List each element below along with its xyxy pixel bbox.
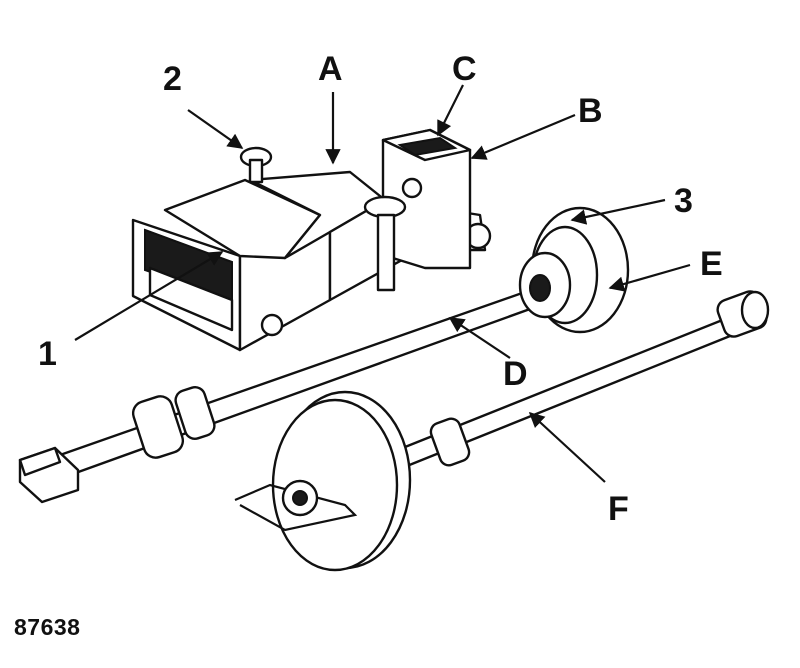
clamp-block: [381, 128, 472, 270]
callout-d: D: [503, 355, 528, 393]
leader-e: [608, 263, 691, 292]
callout-2: 2: [163, 60, 182, 98]
wing-screw-2: [239, 146, 273, 184]
callout-b: B: [578, 92, 603, 130]
leader-2: [187, 109, 244, 149]
callout-e: E: [700, 245, 723, 283]
leader-1: [74, 251, 224, 341]
adjusting-screw: [363, 195, 407, 292]
callout-1: 1: [38, 335, 57, 373]
callout-a: A: [318, 50, 343, 88]
callout-f: F: [608, 490, 629, 528]
large-disc: [234, 390, 412, 572]
leader-d: [448, 317, 511, 359]
callout-labels: 1 2 3 A B C D E F: [38, 50, 723, 528]
callout-c: C: [452, 50, 477, 88]
figure-number: 87638: [14, 614, 81, 640]
leader-lines: [74, 84, 691, 483]
leader-c: [437, 84, 464, 137]
leader-f: [528, 411, 606, 483]
callout-3: 3: [674, 182, 693, 220]
disc-e: [518, 206, 630, 334]
leader-b: [470, 113, 576, 160]
leader-3: [570, 198, 666, 225]
